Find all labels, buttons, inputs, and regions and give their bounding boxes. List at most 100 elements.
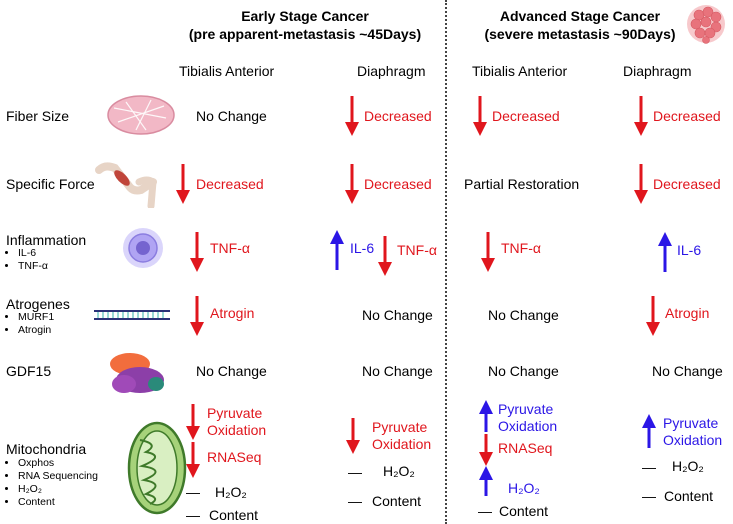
- mito-early-ta-rnaseq: RNASeq: [207, 449, 262, 465]
- mito-early-ta-content: Content: [209, 507, 259, 523]
- down-arrow-icon: [378, 236, 392, 276]
- mito-adv-dia-content: Content: [664, 488, 714, 504]
- immune-cell-icon: [123, 228, 163, 268]
- protein-structure-icon: [110, 353, 164, 393]
- early-stage-title: Early Stage Cancer: [241, 8, 369, 24]
- mito-adv-dia-h2o2: H₂O₂: [672, 458, 704, 474]
- atro-adv-ta-text: No Change: [488, 307, 559, 323]
- no-change-dash: —: [642, 488, 656, 504]
- infl-early-dia-tnf-text: TNF-α: [397, 242, 437, 258]
- atro-early-dia-text: No Change: [362, 307, 433, 323]
- mito-early-dia-content: Content: [372, 493, 422, 509]
- list-item: TNF-α: [18, 260, 48, 273]
- down-arrow-icon: [186, 442, 200, 478]
- fiber-early-dia-text: Decreased: [364, 108, 432, 124]
- infl-adv-ta-text: TNF-α: [501, 240, 541, 256]
- list-item: IL-6: [18, 247, 48, 260]
- muscle-cross-section-icon: [107, 95, 175, 135]
- mito-early-dia-h2o2: H₂O₂: [383, 463, 415, 479]
- mitochondrion-icon: [127, 421, 187, 515]
- infl-early-ta-text: TNF-α: [210, 240, 250, 256]
- mito-adv-ta-content: Content: [499, 503, 549, 519]
- mito-early-dia-oxidation: Oxidation: [372, 436, 432, 452]
- stage-divider: [445, 0, 447, 524]
- mito-early-ta-oxidation: Oxidation: [207, 422, 267, 438]
- inflammation-list: IL-6 TNF-α: [0, 247, 48, 273]
- down-arrow-icon: [190, 296, 204, 336]
- gdf-early-dia-text: No Change: [362, 363, 433, 379]
- col-adv-tibialis: Tibialis Anterior: [472, 63, 568, 79]
- gdf-adv-ta-text: No Change: [488, 363, 559, 379]
- atrogenes-list: MURF1 Atrogin: [0, 311, 54, 337]
- up-arrow-icon: [330, 230, 344, 270]
- up-arrow-icon: [479, 466, 493, 496]
- fiber-adv-dia-text: Decreased: [653, 108, 721, 124]
- atro-adv-dia-text: Atrogin: [665, 305, 710, 321]
- fiber-adv-ta-text: Decreased: [492, 108, 560, 124]
- down-arrow-icon: [346, 418, 360, 454]
- advanced-stage-subtitle: (severe metastasis ~90Days): [484, 26, 676, 42]
- col-early-diaphragm: Diaphragm: [357, 63, 426, 79]
- down-arrow-icon: [646, 296, 660, 336]
- list-item: Atrogin: [18, 324, 54, 337]
- row-label-fiber-size: Fiber Size: [6, 108, 70, 124]
- row-label-atrogenes: Atrogenes: [6, 296, 70, 312]
- no-change-dash: —: [348, 464, 362, 480]
- row-label-gdf15: GDF15: [6, 363, 52, 379]
- mito-early-ta-h2o2: H₂O₂: [215, 484, 247, 500]
- col-early-tibialis: Tibialis Anterior: [179, 63, 275, 79]
- list-item: MURF1: [18, 311, 54, 324]
- no-change-dash: —: [186, 484, 200, 500]
- gdf-adv-dia-text: No Change: [652, 363, 723, 379]
- advanced-stage-header: Advanced Stage Cancer (severe metastasis…: [460, 7, 700, 43]
- force-early-ta-text: Decreased: [196, 176, 264, 192]
- down-arrow-icon: [190, 232, 204, 272]
- down-arrow-icon: [176, 164, 190, 204]
- infl-early-dia-il6-text: IL-6: [350, 240, 375, 256]
- mito-adv-ta-rnaseq: RNASeq: [498, 440, 553, 456]
- mito-early-ta-pyruvate: Pyruvate: [207, 405, 263, 421]
- no-change-dash: —: [478, 503, 492, 519]
- row-label-specific-force: Specific Force: [6, 176, 95, 192]
- force-adv-dia-text: Decreased: [653, 176, 721, 192]
- down-arrow-icon: [186, 404, 200, 440]
- up-arrow-icon: [642, 414, 656, 448]
- down-arrow-icon: [634, 96, 648, 136]
- down-arrow-icon: [345, 164, 359, 204]
- list-item: RNA Sequencing: [18, 470, 98, 483]
- down-arrow-icon: [634, 164, 648, 204]
- down-arrow-icon: [473, 96, 487, 136]
- mito-early-dia-pyruvate: Pyruvate: [372, 419, 428, 435]
- up-arrow-icon: [479, 400, 493, 432]
- mito-adv-dia-pyruvate: Pyruvate: [663, 415, 719, 431]
- force-adv-ta-text: Partial Restoration: [464, 176, 580, 192]
- early-stage-header: Early Stage Cancer (pre apparent-metasta…: [180, 7, 430, 43]
- force-early-dia-text: Decreased: [364, 176, 432, 192]
- tumor-cluster-icon: [687, 5, 725, 44]
- no-change-dash: —: [642, 459, 656, 475]
- col-adv-diaphragm: Diaphragm: [623, 63, 692, 79]
- down-arrow-icon: [481, 232, 495, 272]
- infl-adv-dia-text: IL-6: [677, 242, 702, 258]
- up-arrow-icon: [658, 232, 672, 272]
- mito-adv-dia-oxidation: Oxidation: [663, 432, 723, 448]
- down-arrow-icon: [479, 434, 493, 466]
- atro-early-ta-text: Atrogin: [210, 305, 255, 321]
- list-item: Oxphos: [18, 457, 98, 470]
- mitochondria-list: Oxphos RNA Sequencing H₂O₂ Content: [0, 457, 98, 509]
- list-item: Content: [18, 496, 98, 509]
- fiber-early-ta-text: No Change: [196, 108, 267, 124]
- gdf-early-ta-text: No Change: [196, 363, 267, 379]
- row-label-inflammation: Inflammation: [6, 232, 87, 248]
- early-stage-subtitle: (pre apparent-metastasis ~45Days): [188, 26, 422, 42]
- mito-adv-ta-oxidation: Oxidation: [498, 418, 558, 434]
- mito-adv-ta-pyruvate: Pyruvate: [498, 401, 554, 417]
- row-label-mitochondria: Mitochondria: [6, 441, 87, 457]
- arm-muscle-icon: [95, 162, 157, 208]
- dna-strand-icon: [94, 310, 170, 320]
- advanced-stage-title: Advanced Stage Cancer: [499, 8, 661, 24]
- mito-adv-ta-h2o2: H₂O₂: [508, 480, 540, 496]
- no-change-dash: —: [186, 507, 200, 523]
- list-item: H₂O₂: [18, 483, 98, 496]
- no-change-dash: —: [348, 493, 362, 509]
